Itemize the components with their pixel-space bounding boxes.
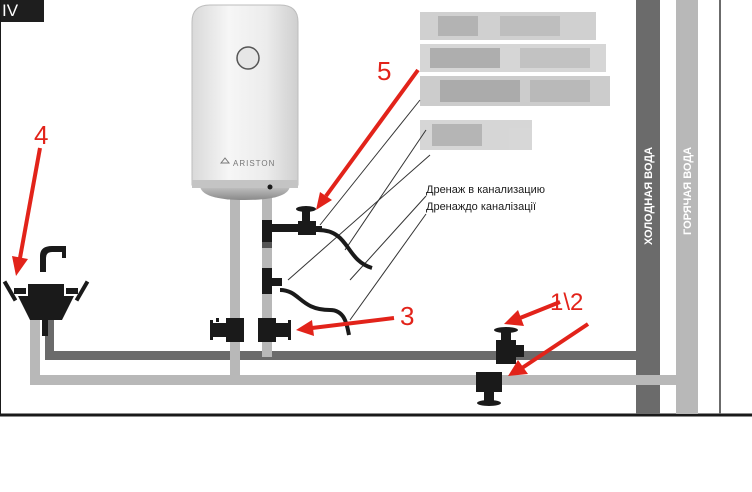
cold-supply-pipe xyxy=(45,300,638,360)
water-heater: ARISTON xyxy=(191,4,299,200)
cold-water-riser xyxy=(636,0,660,414)
drain-label-ua: Дренаждо каналізації xyxy=(426,201,536,213)
heater-brand: ARISTON xyxy=(233,159,275,168)
section-tag: IV xyxy=(0,0,44,22)
callout-number: 5 xyxy=(377,56,391,86)
blurred-label-block xyxy=(420,12,610,150)
drain-label-ru: Дренаж в канализацию xyxy=(426,184,545,196)
callout-number: 4 xyxy=(34,120,48,150)
main-valve-cold xyxy=(494,327,524,364)
hot-water-riser xyxy=(676,0,698,414)
callout-number: 1\2 xyxy=(550,289,583,316)
safety-valve-assembly xyxy=(262,206,322,248)
shutoff-valve-hot xyxy=(258,318,291,342)
mixer-faucet xyxy=(2,246,90,336)
drain-tee xyxy=(262,268,282,294)
drain-hose-upper xyxy=(317,228,373,270)
cold-water-label: ХОЛОДНАЯ ВОДА xyxy=(643,147,655,245)
frame xyxy=(0,0,752,417)
callout-number: 3 xyxy=(400,301,414,331)
heater-cold-inlet-pipe xyxy=(230,195,240,380)
main-valve-hot xyxy=(476,372,502,406)
callout-arrows xyxy=(12,68,590,376)
hot-supply-pipe xyxy=(30,308,680,385)
hot-water-label: ГОРЯЧАЯ ВОДА xyxy=(682,147,694,235)
thermostat-knob xyxy=(236,46,260,70)
shutoff-valve-cold xyxy=(210,318,244,342)
